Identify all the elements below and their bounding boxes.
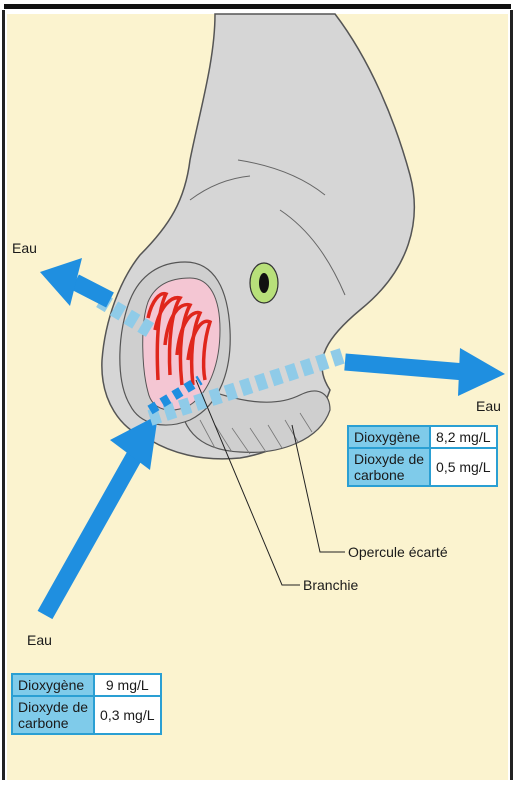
operculum-label: Opercule écarté	[348, 544, 448, 560]
co2-value: 0,3 mg/L	[94, 696, 160, 734]
oxygen-label: Dioxygène	[348, 426, 430, 448]
operculum-leader	[292, 425, 345, 552]
water-label-left: Eau	[12, 240, 37, 256]
gill-label: Branchie	[303, 577, 358, 593]
water-label-bottom: Eau	[27, 632, 52, 648]
water-in-arrow	[45, 455, 135, 615]
co2-value: 0,5 mg/L	[430, 448, 496, 486]
water-out-right-arrow	[345, 362, 465, 372]
water-out-left-arrowhead	[40, 258, 82, 306]
table-row: Dioxygène 9 mg/L	[12, 674, 161, 696]
water-out-right-arrowhead	[458, 348, 505, 396]
water-out-left-arrow	[75, 282, 110, 300]
water-label-right: Eau	[476, 398, 501, 414]
eye-pupil	[259, 273, 269, 293]
oxygen-label: Dioxygène	[12, 674, 94, 696]
oxygen-value: 9 mg/L	[94, 674, 160, 696]
table-row: Dioxygène 8,2 mg/L	[348, 426, 497, 448]
oxygen-value: 8,2 mg/L	[430, 426, 496, 448]
